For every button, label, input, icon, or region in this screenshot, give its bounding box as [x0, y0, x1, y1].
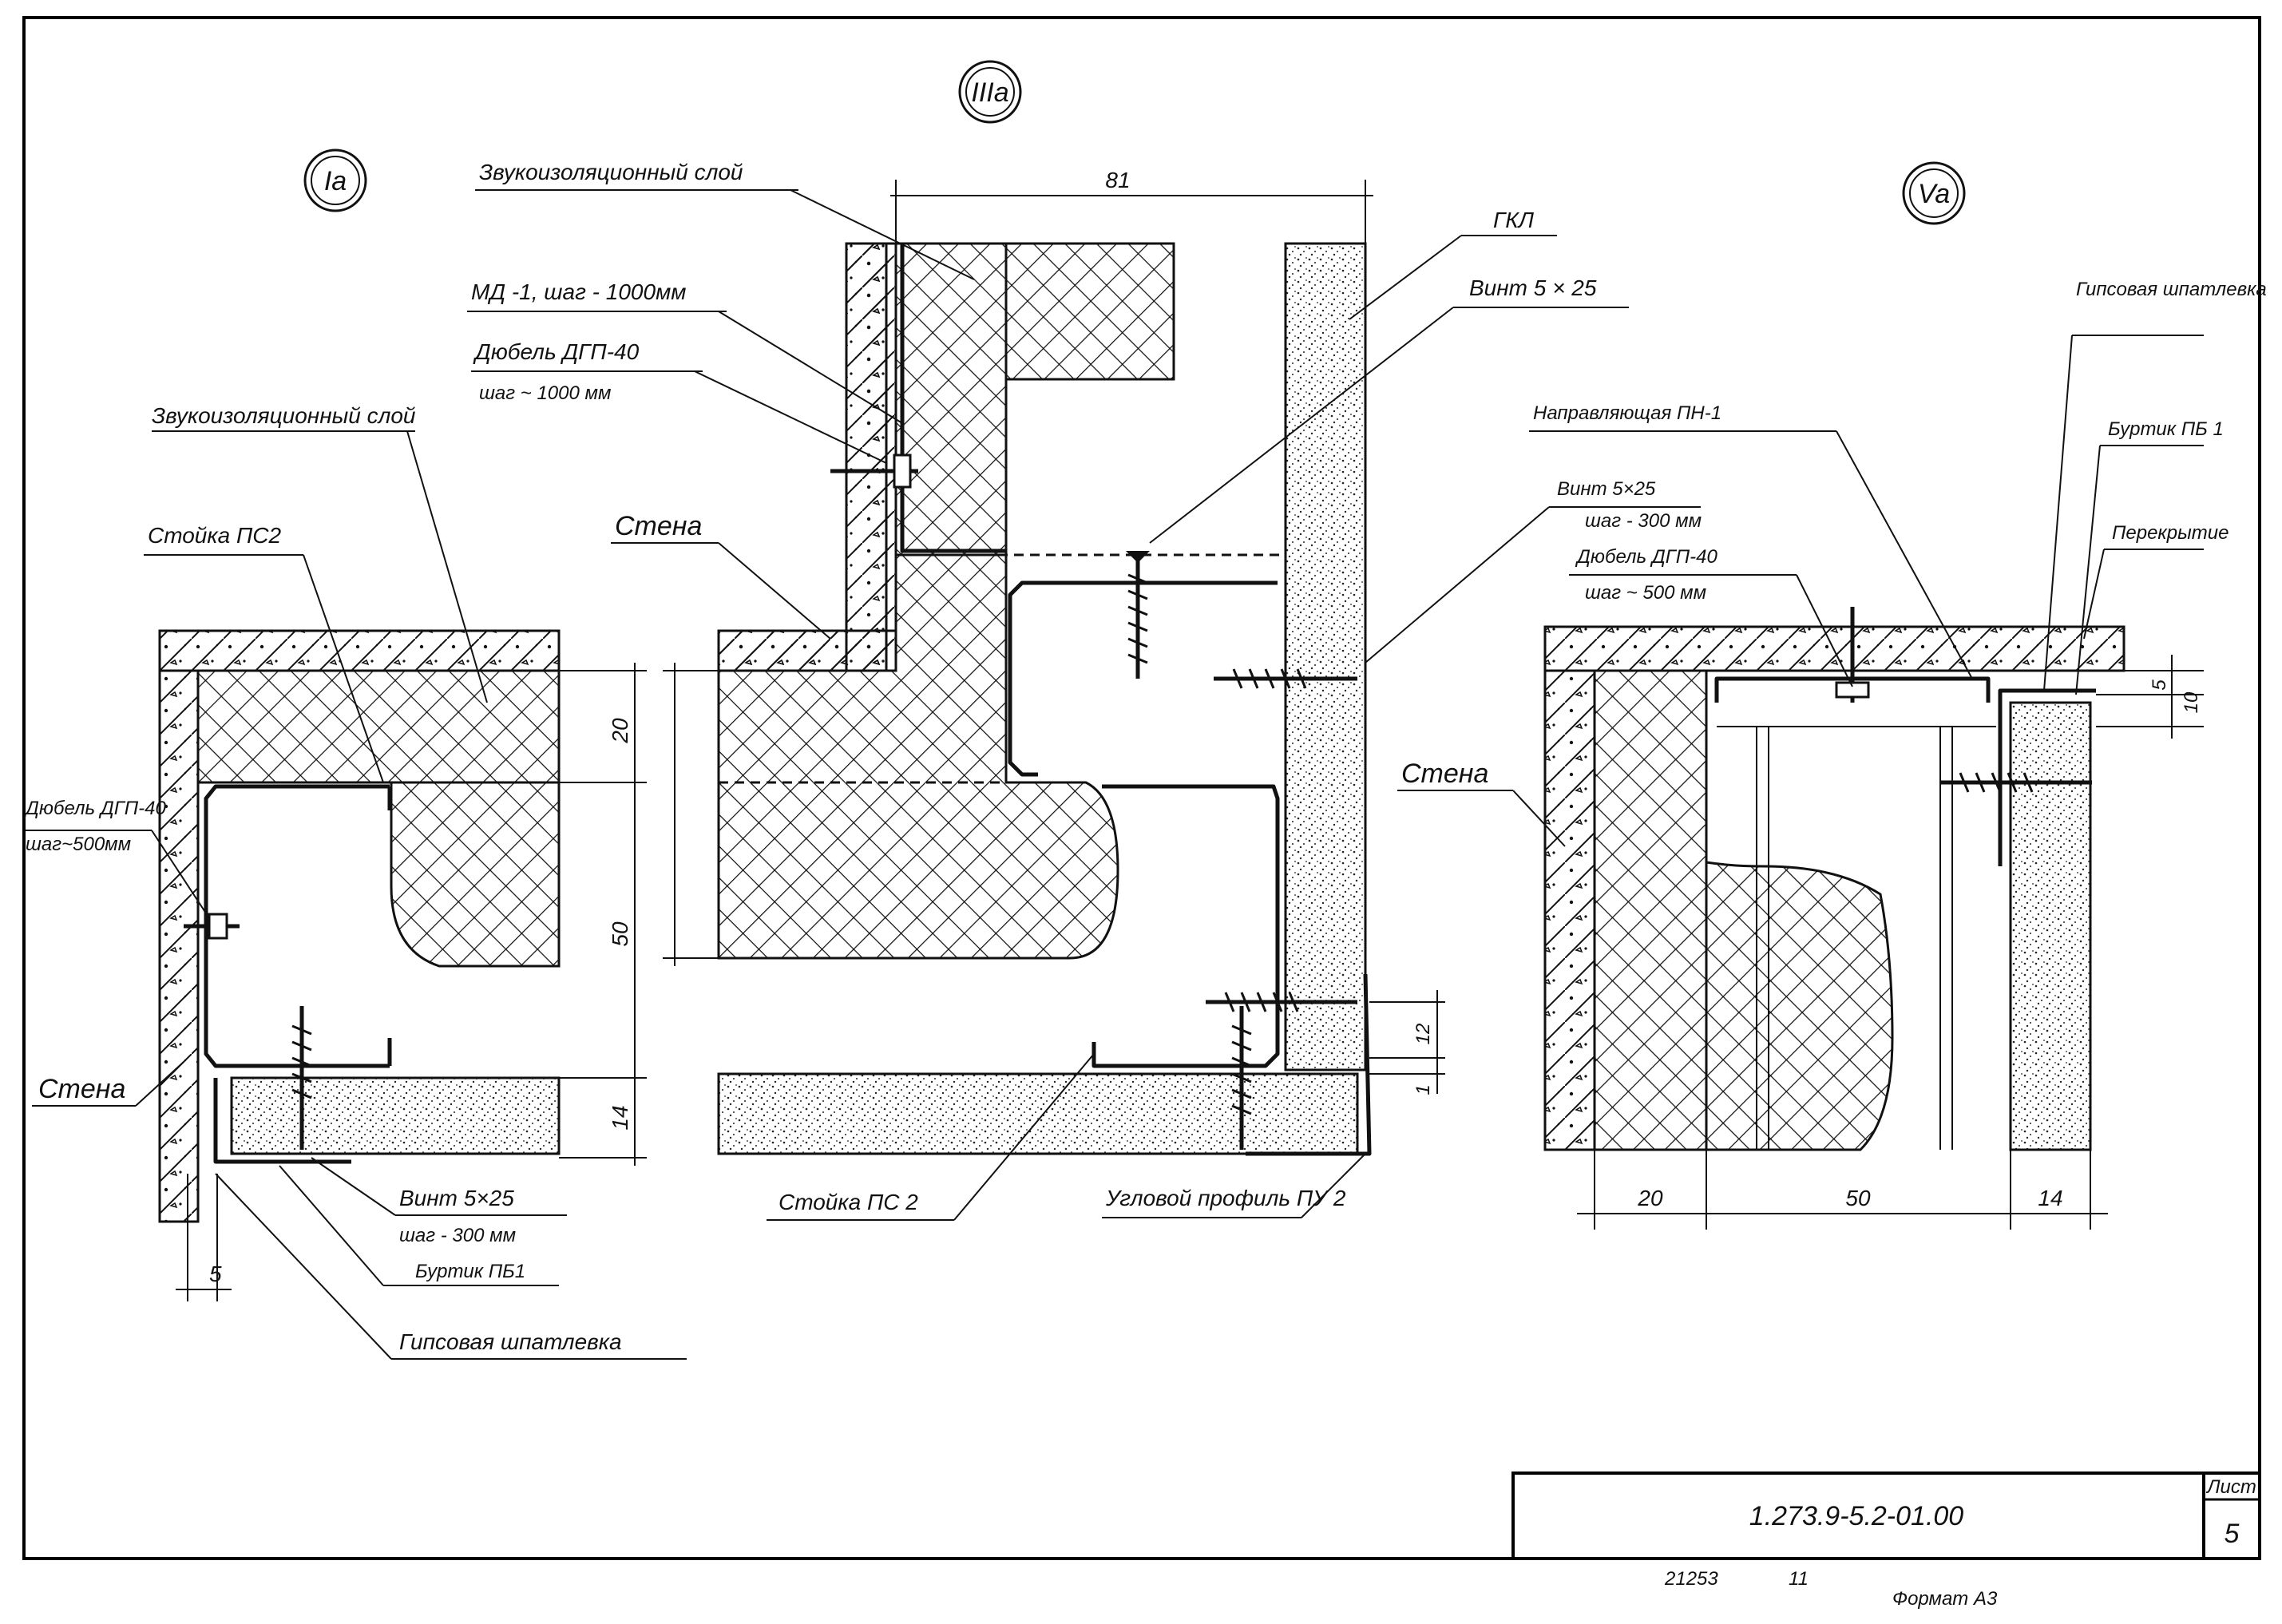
- iiia-gkl-vertical: [1284, 242, 1367, 1071]
- va-label-bead: Буртик ПБ 1: [2108, 418, 2224, 440]
- ia-label-putty: Гипсовая шпатлевка: [399, 1329, 622, 1354]
- section-iiia: IIIa: [467, 60, 1629, 1221]
- section-iiia-marker-inner: [965, 67, 1015, 117]
- title-block-frame: [1511, 1472, 2261, 1560]
- va-gypsum-board: [2009, 701, 2092, 1151]
- ia-label-wall: Стена: [38, 1074, 125, 1104]
- va-screw: [1940, 772, 2092, 793]
- title-block: 1.273.9-5.2-01.00 Лист 5: [1511, 1472, 2261, 1560]
- iiia-screw-side: [1214, 668, 1357, 689]
- va-dim-10: 10: [2181, 691, 2202, 713]
- iiia-gkl-bottom: [717, 1072, 1359, 1155]
- iiia-screw-top: [1126, 551, 1150, 679]
- ia-label-dowel: Дюбель ДГП-40: [23, 798, 167, 819]
- iiia-stud-upper: [1008, 580, 1278, 777]
- footer-format: Формат А3: [1892, 1588, 1998, 1610]
- iiia-label-md: МД -1, шаг - 1000мм: [471, 279, 686, 304]
- ia-label-bead: Буртик ПБ1: [415, 1261, 525, 1282]
- iiia-insulation-upper: [894, 242, 1008, 557]
- title-block-sheet-label: Лист: [2205, 1476, 2256, 1498]
- section-va-marker-inner: [1909, 168, 1959, 218]
- va-stud-lines: [1717, 726, 1996, 1150]
- va-label-guide: Направляющая ПН-1: [1533, 402, 1721, 424]
- va-label-dowel-step: шаг ~ 500 мм: [1585, 582, 1706, 604]
- title-block-sheet-number: 5: [2225, 1519, 2240, 1549]
- ia-label-sound-layer: Звукоизоляционный слой: [152, 403, 416, 428]
- ia-wall-top: [158, 629, 561, 672]
- iiia-label-dowel-step: шаг ~ 1000 мм: [479, 382, 611, 404]
- va-dim-5: 5: [2149, 679, 2170, 691]
- iiia-label-screw: Винт 5 × 25: [1469, 275, 1597, 300]
- section-ia-label: Ia: [324, 166, 347, 196]
- va-dim-50: 50: [1845, 1186, 1871, 1210]
- iiia-md-profile: [900, 244, 1006, 553]
- iiia-wall-vertical: [845, 242, 897, 672]
- section-iiia-marker: [958, 60, 1022, 124]
- ia-bead-profile: [213, 1078, 351, 1164]
- ia-gypsum-board: [230, 1076, 561, 1155]
- va-insulation-left: [1593, 669, 1708, 1151]
- iiia-dim-12: 12: [1412, 1024, 1434, 1045]
- footer-inventory-suffix: 11: [1789, 1568, 1809, 1590]
- ia-label-screw-step: шаг - 300 мм: [399, 1225, 516, 1246]
- ia-label-stud: Стойка ПС2: [148, 523, 281, 548]
- ia-label-dowel-step: шаг~500мм: [26, 834, 131, 855]
- va-bead-profile: [1998, 688, 2096, 866]
- section-va-label: Va: [1918, 179, 1950, 209]
- ia-dim-5: 5: [209, 1262, 222, 1286]
- ia-insulation-top: [196, 669, 561, 784]
- ia-dim-14: 14: [608, 1105, 632, 1130]
- va-label-wall: Стена: [1401, 759, 1488, 789]
- va-label-putty: Гипсовая шпатлевка: [2076, 279, 2267, 300]
- ia-dim-50: 50: [608, 921, 632, 947]
- iiia-dim-81: 81: [1105, 168, 1130, 192]
- ia-screw-vertical: [291, 1006, 312, 1150]
- iiia-label-dowel: Дюбель ДГП-40: [473, 339, 640, 364]
- va-label-dowel: Дюбель ДГП-40: [1575, 546, 1718, 568]
- ia-label-screw: Винт 5×25: [399, 1186, 514, 1210]
- section-iiia-label: IIIa: [971, 77, 1008, 108]
- ia-dim-20: 20: [608, 718, 632, 744]
- drawing-frame: [22, 16, 2261, 1560]
- va-floor-slab: [1543, 625, 2126, 672]
- section-va-marker: [1902, 161, 1966, 225]
- ia-dowel: [184, 913, 240, 940]
- iiia-wall-horizontal: [717, 629, 897, 672]
- iiia-dowel: [830, 454, 918, 489]
- va-label-screw-step: шаг - 300 мм: [1585, 510, 1702, 532]
- iiia-label-wall: Стена: [615, 511, 702, 541]
- iiia-label-corner-profile: Угловой профиль ПУ 2: [1105, 1186, 1346, 1210]
- iiia-label-sound-layer: Звукоизоляционный слой: [479, 160, 743, 184]
- iiia-stud-lower: [1091, 784, 1280, 1068]
- va-label-screw: Винт 5×25: [1557, 478, 1656, 500]
- section-ia-marker: [303, 149, 367, 212]
- va-insulation-body: [1705, 861, 1894, 1151]
- section-ia-marker-inner: [311, 156, 360, 205]
- iiia-dim-1: 1: [1412, 1084, 1434, 1095]
- iiia-insulation-corner: [717, 553, 1119, 960]
- va-dim-14: 14: [2038, 1186, 2062, 1210]
- iiia-label-stud: Стойка ПС 2: [778, 1190, 918, 1214]
- va-label-floor: Перекрытие: [2112, 522, 2229, 544]
- iiia-screw-bottom: [1231, 1006, 1252, 1150]
- va-wall: [1543, 669, 1596, 1151]
- iiia-corner-profile: [1246, 973, 1372, 1156]
- ia-insulation-body: [390, 781, 561, 968]
- iiia-screw-side-lower: [1206, 992, 1357, 1012]
- section-ia: Ia 20 50 14 5: [23, 149, 687, 1360]
- iiia-insulation-upper-2: [1004, 242, 1175, 381]
- ia-wall-left: [158, 669, 200, 1223]
- section-va: Va 20 50 14: [1365, 161, 2267, 1230]
- va-dim-20: 20: [1637, 1186, 1663, 1210]
- footer-inventory: 21253: [1664, 1568, 1718, 1590]
- iiia-label-gkl: ГКЛ: [1493, 208, 1535, 232]
- title-block-code: 1.273.9-5.2-01.00: [1749, 1501, 1964, 1531]
